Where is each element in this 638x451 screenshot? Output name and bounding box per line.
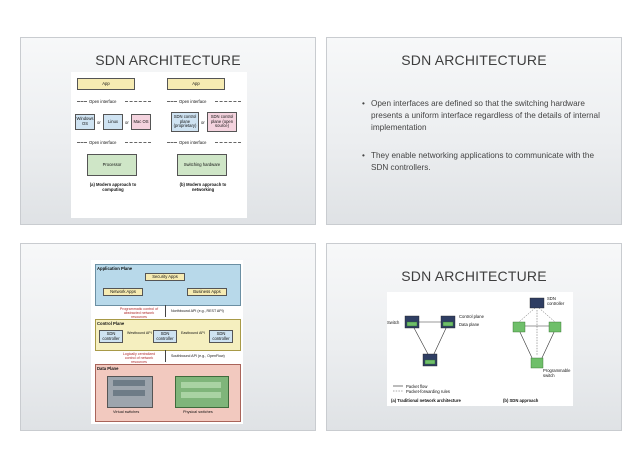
business-apps-box: Business Apps [187,288,227,296]
figure-modern-approach: App Open interface Windows OS or Linux o… [71,72,247,218]
data-plane-label: Data plane [459,322,480,327]
bullet-text: Open interfaces are defined so that the … [371,99,600,132]
switch-rack-icon [113,380,145,386]
bullet-dot: • [362,151,365,160]
open-interface-label: Open interface [179,99,207,104]
sdn-controller-box: SDN controller [153,330,177,343]
programmable-switch-label: Programmable switch [543,368,571,378]
sdn-controller-box: SDN controller [209,330,233,343]
figure-sdn-planes: Application Plane Security Apps Network … [91,260,243,424]
interface-line [125,101,151,102]
northbound-api-label: Northbound API (e.g., REST API) [171,309,224,313]
app-box: App [77,78,135,90]
caption-a: (a) Modern approach to computing [89,182,137,192]
caption-b: (b) SDN approach [503,398,539,403]
interface-line [167,142,177,143]
app-box: App [167,78,225,90]
slide-1[interactable]: SDN ARCHITECTURE App Open interface Wind… [20,37,316,225]
linux-box: Linux [103,114,123,130]
sdn-controller-label: SDN controller [547,296,565,306]
packet-flow-label: Packet flow [406,384,428,389]
interface-line [167,101,177,102]
data-plane-label: Data Plane [97,366,119,371]
switch-label: Switch [387,320,400,325]
sdn-open-source-box: SDN control plane (open source) [207,112,237,132]
open-interface-label: Open interface [89,99,117,104]
open-interface-label: Open interface [89,140,117,145]
programmatic-control-label: Programmatic control of abstracted netwo… [119,307,159,319]
arrow-line [165,305,166,317]
or-label: or [201,120,205,125]
eastbound-api-label: Eastbound API [181,331,205,335]
windows-os-box: Windows OS [75,114,95,130]
physical-switches-label: Physical switches [183,410,213,414]
interface-line [125,142,151,143]
switch-rack-icon [113,390,145,396]
interface-line [215,142,241,143]
figure-network-architecture: Switch Control plane Data plane SDN cont… [387,292,573,406]
westbound-api-label: Westbound API [127,331,152,335]
interface-line [77,101,87,102]
bullet-dot: • [362,99,365,108]
or-label: or [125,120,129,125]
slide-2[interactable]: SDN ARCHITECTURE • Open interfaces are d… [326,37,622,225]
virtual-switches-label: Virtual switches [113,410,140,414]
processor-box: Processor [87,154,137,176]
slide-3[interactable]: Application Plane Security Apps Network … [20,243,316,431]
switching-hardware-box: Switching hardware [177,154,227,176]
application-plane [95,264,241,306]
security-apps-box: Security Apps [145,273,185,281]
bullet-item: • Open interfaces are defined so that th… [362,98,601,134]
control-plane-label: Control Plane [97,321,125,326]
bullet-item: • They enable networking applications to… [362,150,601,174]
interface-line [215,101,241,102]
switch-rack-icon [181,392,221,398]
slide-title: SDN ARCHITECTURE [401,52,547,68]
slide-title: SDN ARCHITECTURE [95,52,241,68]
network-apps-box: Network Apps [103,288,143,296]
caption-a: (a) Traditional network architecture [391,398,461,403]
slide-4[interactable]: SDN ARCHITECTURE [326,243,622,431]
slide-title: SDN ARCHITECTURE [401,268,547,284]
or-label: or [97,120,101,125]
caption-b: (b) Modern approach to networking [179,182,227,192]
open-interface-label: Open interface [179,140,207,145]
logically-centralized-label: Logically centralized control of network… [122,352,156,364]
arrow-line [165,350,166,362]
mac-os-box: Mac OS [131,114,151,130]
application-plane-label: Application Plane [97,266,133,271]
interface-line [77,142,87,143]
southbound-api-label: Southbound API (e.g., OpenFlow) [171,354,225,358]
control-plane-label: Control plane [459,314,484,319]
switch-rack-icon [181,382,221,388]
sdn-proprietary-box: SDN control plane (proprietary) [171,112,199,132]
sdn-controller-box: SDN controller [99,330,123,343]
packet-forwarding-rules-label: Packet-forwarding rules [406,389,450,394]
network-diagram [393,297,562,392]
bullet-text: They enable networking applications to c… [371,151,595,172]
